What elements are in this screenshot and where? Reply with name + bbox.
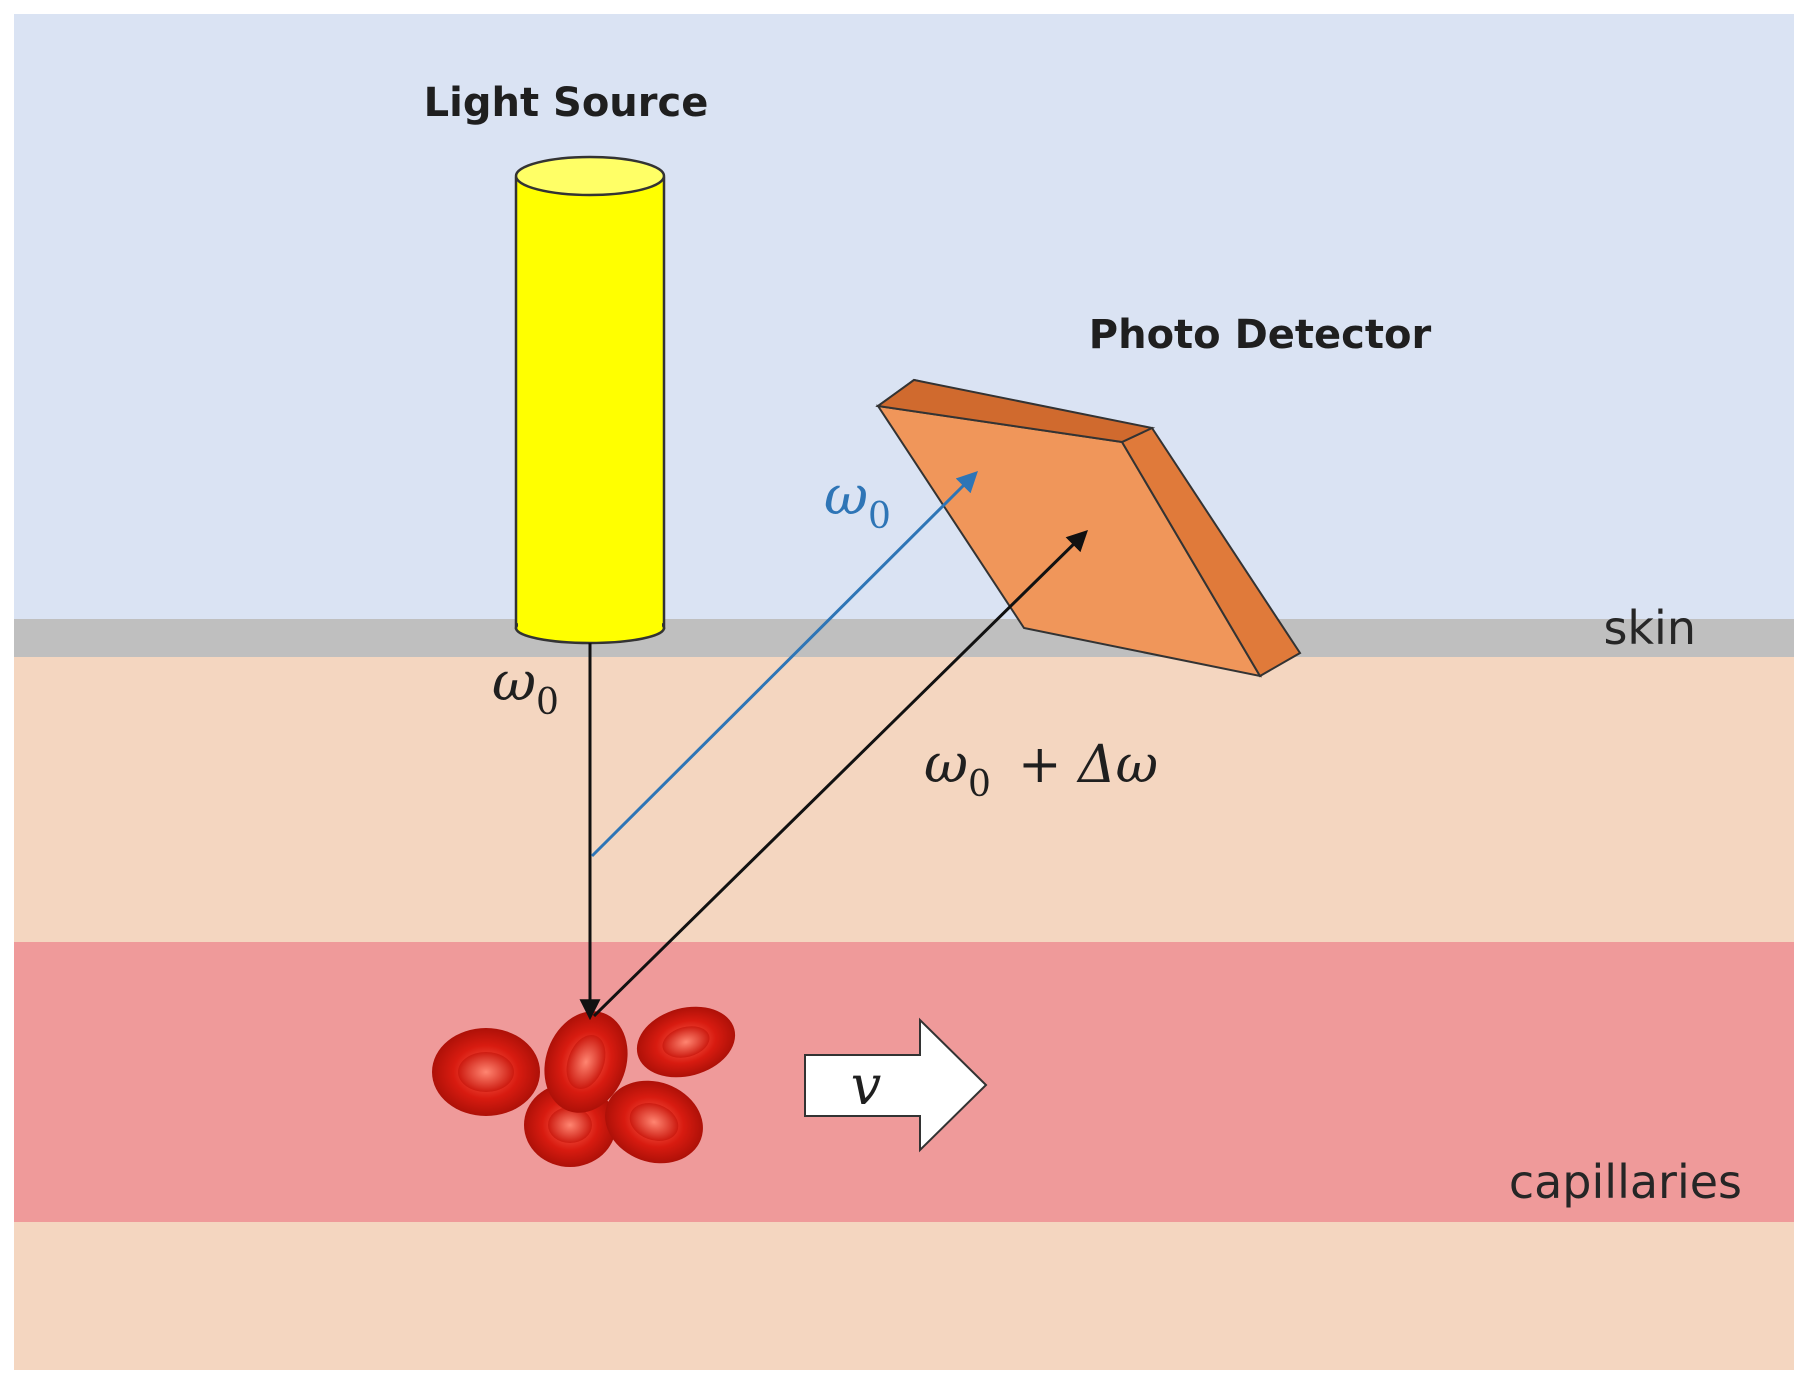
- capillaries-label: capillaries: [1509, 1155, 1742, 1209]
- svg-text:0: 0: [868, 496, 891, 537]
- reflected-ray: [590, 471, 978, 858]
- red-blood-cell: [544, 1011, 628, 1113]
- incident-frequency-label: ω 0: [492, 650, 559, 723]
- velocity-label: v: [851, 1054, 882, 1117]
- svg-text:0: 0: [536, 682, 559, 723]
- reflected-frequency-label: ω 0: [824, 464, 891, 537]
- skin-layer: [14, 619, 1794, 657]
- svg-text:ω: ω: [824, 464, 868, 527]
- svg-text:0: 0: [968, 764, 991, 805]
- scattered-ray: [592, 530, 1088, 1018]
- shifted-frequency-label: ω 0 + Δω: [924, 732, 1158, 805]
- photo-detector-label: Photo Detector: [1089, 312, 1432, 358]
- red-blood-cell: [605, 1080, 703, 1164]
- red-blood-cells: [432, 1006, 736, 1167]
- svg-text:+ Δω: + Δω: [1018, 735, 1158, 795]
- svg-text:ω: ω: [924, 732, 968, 795]
- air-region: [14, 14, 1794, 619]
- velocity-arrow: [804, 1017, 988, 1153]
- red-blood-cell: [636, 1006, 736, 1078]
- light-source-cylinder: [514, 155, 666, 645]
- svg-text:ω: ω: [492, 650, 536, 713]
- light-source-label: Light Source: [424, 80, 709, 126]
- skin-label: skin: [1603, 601, 1696, 655]
- red-blood-cell: [432, 1028, 540, 1116]
